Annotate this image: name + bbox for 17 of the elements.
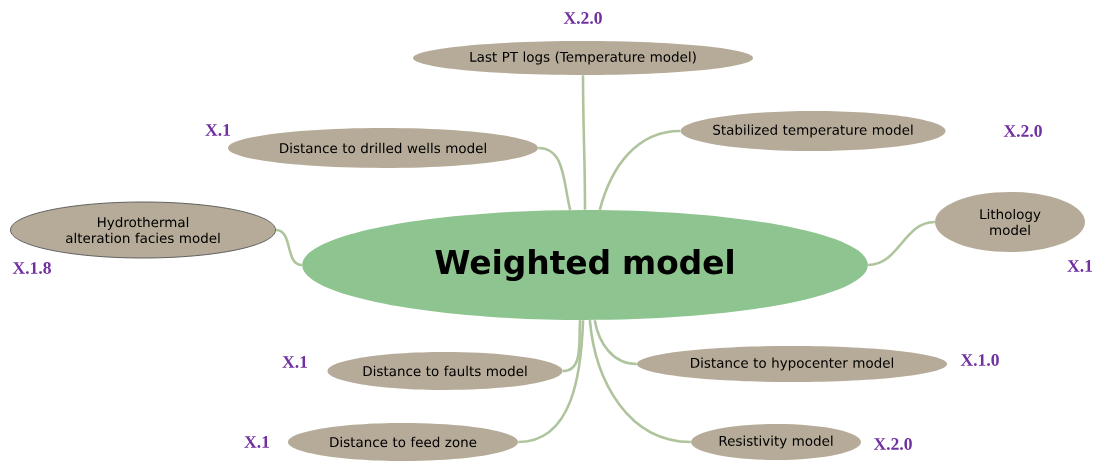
- branch-line: [581, 75, 587, 210]
- branch-line: [538, 146, 572, 211]
- branch-line: [562, 320, 582, 373]
- version-label: X.1: [1067, 260, 1093, 272]
- version-label: X.2.0: [563, 12, 602, 24]
- version-label: X.1: [282, 356, 308, 368]
- branch-line: [593, 319, 637, 366]
- branch-line: [275, 228, 303, 267]
- branch-line: [598, 129, 681, 211]
- branch-line: [588, 320, 691, 444]
- version-label: X.2.0: [1003, 125, 1042, 137]
- branch-line: [518, 320, 585, 444]
- version-label: X.2.0: [873, 438, 912, 450]
- branch-line: [867, 220, 935, 267]
- version-label: X.1: [244, 436, 270, 448]
- version-label: X.1.0: [960, 354, 999, 366]
- version-label: X.1.8: [12, 262, 51, 274]
